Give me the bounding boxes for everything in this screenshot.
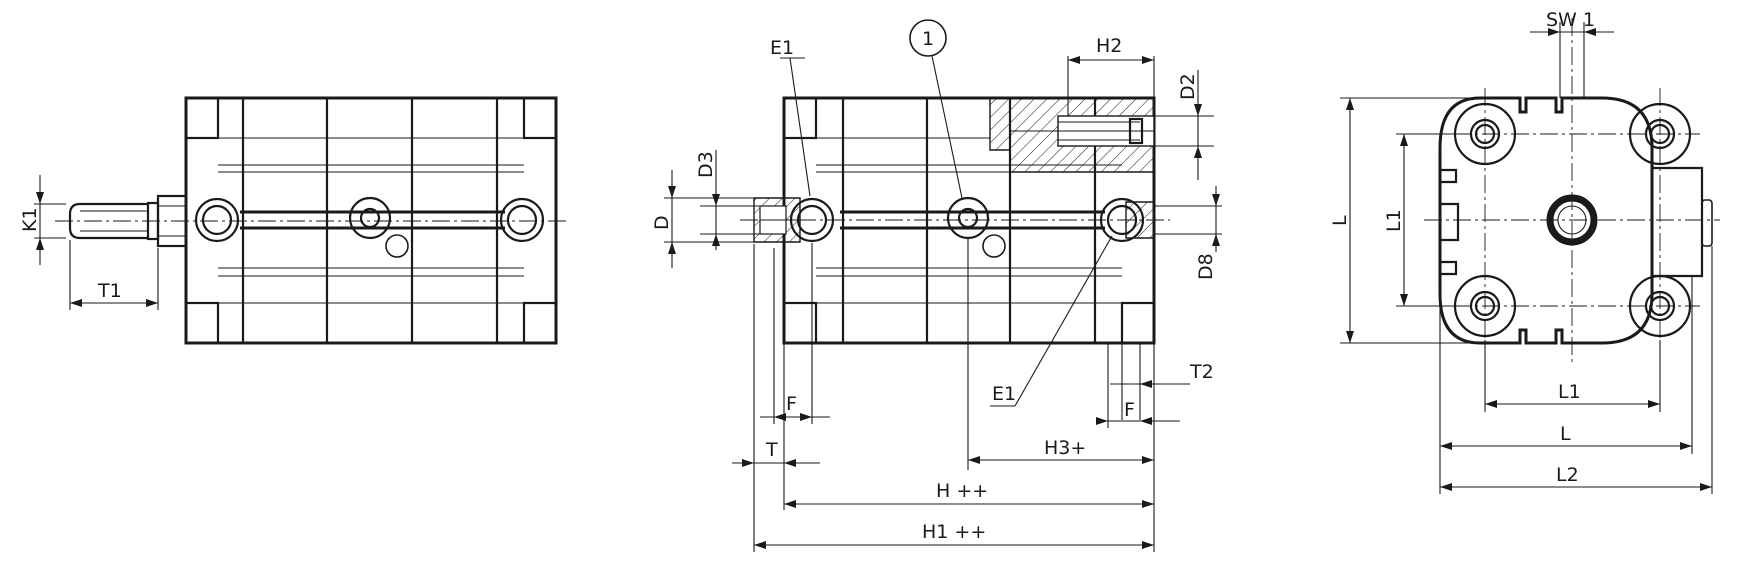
right-view: SW 1 L L1 L1 L L2 <box>1329 9 1720 494</box>
dim-label-d8: D8 <box>1195 253 1217 280</box>
dim-label-f-left: F <box>786 393 797 415</box>
middle-sensor-hole <box>982 234 1006 258</box>
left-port-3 <box>499 197 545 243</box>
dim-label-d3: D3 <box>695 151 717 178</box>
middle-port-center <box>946 196 990 240</box>
middle-corner-bl <box>782 301 818 345</box>
left-sensor-hole <box>385 234 409 258</box>
dim-label-t2: T2 <box>1189 361 1214 383</box>
end-plate-outline <box>1438 96 1654 345</box>
dim-label-e1-bottom: E1 <box>992 383 1016 405</box>
dim-label-t1: T1 <box>97 280 122 302</box>
dim-label-h3: H3+ <box>1044 437 1086 459</box>
left-view: K1 T1 <box>19 96 570 345</box>
left-corner-tr <box>522 96 558 140</box>
callout-number: 1 <box>922 28 934 50</box>
dim-label-d: D <box>651 215 673 230</box>
dim-label-sw1: SW 1 <box>1546 9 1595 31</box>
left-corner-bl <box>184 301 220 345</box>
dim-label-k1: K1 <box>19 207 41 232</box>
dim-label-f-right: F <box>1124 399 1135 421</box>
dim-label-l2: L2 <box>1556 464 1579 486</box>
callout-bubble <box>909 19 947 57</box>
dim-label-t: T <box>765 439 778 461</box>
dim-label-h2: H2 <box>1096 35 1122 57</box>
left-corner-br <box>522 301 558 345</box>
middle-view: E1 1 H2 D2 D3 D <box>651 19 1222 552</box>
left-port-2 <box>348 196 392 240</box>
dim-label-d2: D2 <box>1177 73 1199 100</box>
end-plate-tab <box>1701 199 1713 247</box>
dim-label-e1-top: E1 <box>770 37 794 59</box>
left-corner-tl <box>184 96 220 140</box>
middle-corner-tl <box>782 96 818 140</box>
dim-label-l1-horizontal: L1 <box>1558 381 1581 403</box>
dim-label-l-vertical: L <box>1329 215 1351 226</box>
dim-label-l-horizontal: L <box>1560 423 1571 445</box>
dim-label-h: H ++ <box>936 480 988 502</box>
dim-label-l1-vertical: L1 <box>1383 209 1405 232</box>
middle-corner-br <box>1120 301 1156 345</box>
left-port-1 <box>194 197 240 243</box>
dim-label-h1: H1 ++ <box>922 521 986 543</box>
